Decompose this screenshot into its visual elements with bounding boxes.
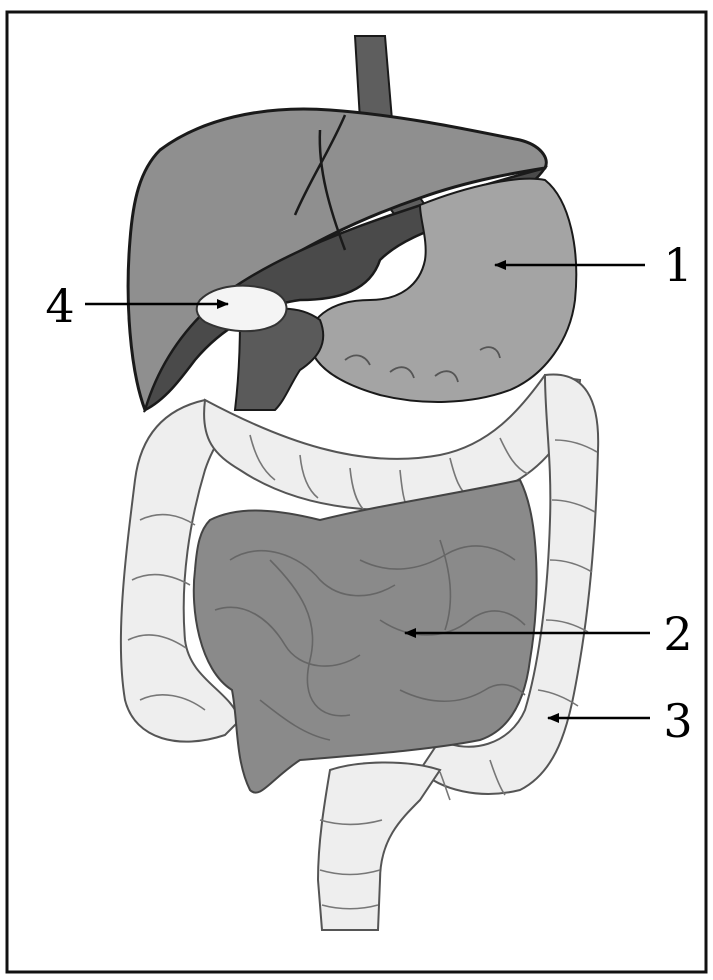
label-2: 2 — [663, 607, 692, 661]
label-3: 3 — [663, 694, 692, 748]
gallbladder — [197, 286, 287, 331]
label-1: 1 — [663, 238, 692, 292]
label-4: 4 — [45, 279, 74, 333]
